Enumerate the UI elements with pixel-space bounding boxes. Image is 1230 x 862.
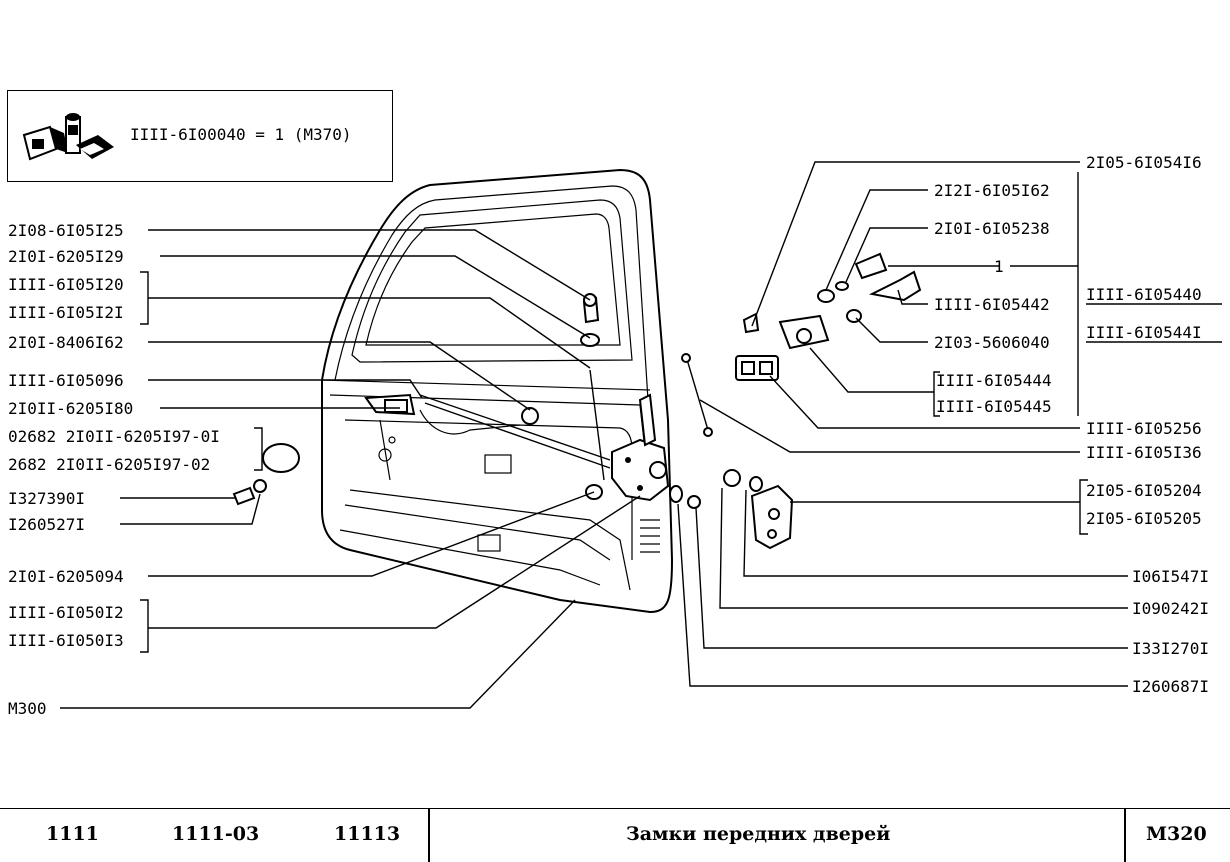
label-1111-6105256: IIII-6I05256	[1086, 419, 1202, 438]
leader-lines	[60, 161, 1128, 709]
label-2108-6105125: 2I08-6I05I25	[8, 221, 124, 240]
label-1111-6105445: IIII-6I05445	[936, 397, 1052, 416]
footer-model-1111-03: 1111-03	[172, 823, 260, 845]
label-13273901: I327390I	[8, 489, 85, 508]
labels-left: 2I08-6I05I25 2I0I-6205I29 IIII-6I05I20 I…	[8, 221, 220, 718]
footer-title: Замки передних дверей	[626, 823, 891, 845]
label-2105-6105416: 2I05-6I054I6	[1086, 153, 1202, 172]
label-12605271: I260527I	[8, 515, 85, 534]
label-1111-6105013: IIII-6I050I3	[8, 631, 124, 650]
footer-code: M320	[1146, 823, 1207, 845]
footer-model-11113: 11113	[334, 823, 401, 845]
label-2105-6105204: 2I05-6I05204	[1086, 481, 1202, 500]
label-1111-6105136: IIII-6I05I36	[1086, 443, 1202, 462]
legend-text: IIII-6I00040 = 1 (M370)	[130, 125, 352, 144]
label-12606871: I260687I	[1132, 677, 1209, 696]
label-1111-6105442: IIII-6I05442	[934, 295, 1050, 314]
footer: 1111 1111-03 11113 Замки передних дверей…	[0, 808, 1230, 862]
label-2105-6105205: 2I05-6I05205	[1086, 509, 1202, 528]
brackets	[140, 172, 1088, 653]
footer-divider	[428, 809, 430, 862]
label-2103-5606040: 2I03-5606040	[934, 333, 1050, 352]
label-1111-6105441: IIII-6I0544I	[1086, 323, 1202, 342]
label-1111-6105440: IIII-6I05440	[1086, 285, 1202, 304]
label-quantity-1: 1	[994, 257, 1004, 276]
label-1111-6105012: IIII-6I050I2	[8, 603, 124, 622]
label-2101-6205129: 2I0I-6205I29	[8, 247, 124, 266]
label-02682-21011-6205197-01: 02682 2I0II-6205I97-0I	[8, 427, 220, 446]
label-1111-6105444: IIII-6I05444	[936, 371, 1052, 390]
label-2101-8406162: 2I0I-8406I62	[8, 333, 124, 352]
label-2682-21011-6205197-02: 2682 2I0II-6205I97-02	[8, 455, 210, 474]
legend-box: IIII-6I00040 = 1 (M370)	[7, 90, 393, 182]
label-2101-6105238: 2I0I-6I05238	[934, 219, 1050, 238]
door-panel	[321, 168, 674, 614]
footer-model-1111: 1111	[46, 823, 99, 845]
label-2101-6205094: 2I0I-6205094	[8, 567, 124, 586]
footer-divider	[1124, 809, 1126, 862]
door-lock-diagram: 2I08-6I05I25 2I0I-6205I29 IIII-6I05I20 I…	[8, 153, 1222, 718]
parts-kit-icon	[22, 113, 114, 161]
label-21011-6205180: 2I0II-6205I80	[8, 399, 133, 418]
label-10902421: I090242I	[1132, 599, 1209, 618]
label-1111-6105120: IIII-6I05I20	[8, 275, 124, 294]
door-parts	[232, 252, 922, 550]
label-10615471: I06I547I	[1132, 567, 1209, 586]
label-1111-6105096: IIII-6I05096	[8, 371, 124, 390]
label-1111-6105121: IIII-6I05I2I	[8, 303, 124, 322]
label-2121-6105162: 2I2I-6I05I62	[934, 181, 1050, 200]
label-m300: M300	[8, 699, 47, 718]
label-13312701: I33I270I	[1132, 639, 1209, 658]
labels-right: 2I05-6I054I6 2I2I-6I05I62 2I0I-6I05238 1…	[934, 153, 1222, 696]
